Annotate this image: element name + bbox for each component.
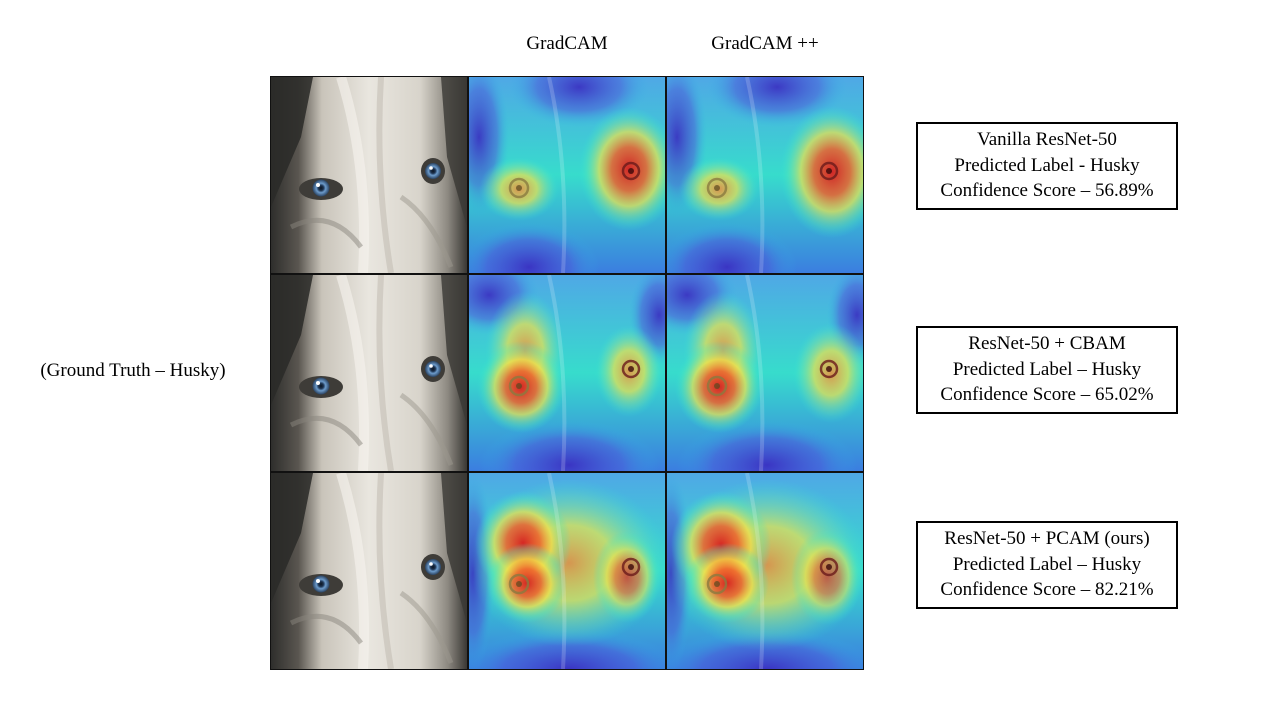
- model-name: ResNet-50 + PCAM (ours): [944, 528, 1150, 549]
- gradcam-plus-plus-column-header: GradCAM ++: [711, 33, 819, 54]
- husky-original-image-row-3: [271, 473, 467, 669]
- gradcam-heatmap-vanilla: [469, 77, 665, 273]
- confidence-score: Confidence Score – 56.89%: [940, 180, 1154, 201]
- husky-original-image-row-2: [271, 275, 467, 471]
- gradcam-plus-plus-heatmap-vanilla: [667, 77, 863, 273]
- model-name: Vanilla ResNet-50: [977, 129, 1117, 150]
- confidence-score: Confidence Score – 82.21%: [940, 579, 1154, 600]
- gradcam-plus-plus-heatmap-cbam: [667, 275, 863, 471]
- gradcam-column-header: GradCAM: [526, 33, 608, 54]
- model-name: ResNet-50 + CBAM: [968, 333, 1126, 354]
- info-box-resnet-cbam: ResNet-50 + CBAM Predicted Label – Husky…: [916, 326, 1178, 414]
- predicted-label: Predicted Label – Husky: [952, 358, 1142, 380]
- visualization-grid: [270, 76, 864, 670]
- gradcam-heatmap-cbam: [469, 275, 665, 471]
- husky-original-image-row-1: [271, 77, 467, 273]
- gradcam-heatmap-pcam: [469, 473, 665, 669]
- confidence-score: Confidence Score – 65.02%: [940, 384, 1154, 405]
- predicted-label: Predicted Label – Husky: [952, 553, 1142, 575]
- info-box-resnet-pcam: ResNet-50 + PCAM (ours) Predicted Label …: [916, 521, 1178, 609]
- ground-truth-label: (Ground Truth – Husky): [40, 360, 226, 381]
- gradcam-plus-plus-heatmap-pcam: [667, 473, 863, 669]
- predicted-label: Predicted Label - Husky: [954, 154, 1140, 176]
- info-box-vanilla-resnet: Vanilla ResNet-50 Predicted Label - Husk…: [916, 122, 1178, 210]
